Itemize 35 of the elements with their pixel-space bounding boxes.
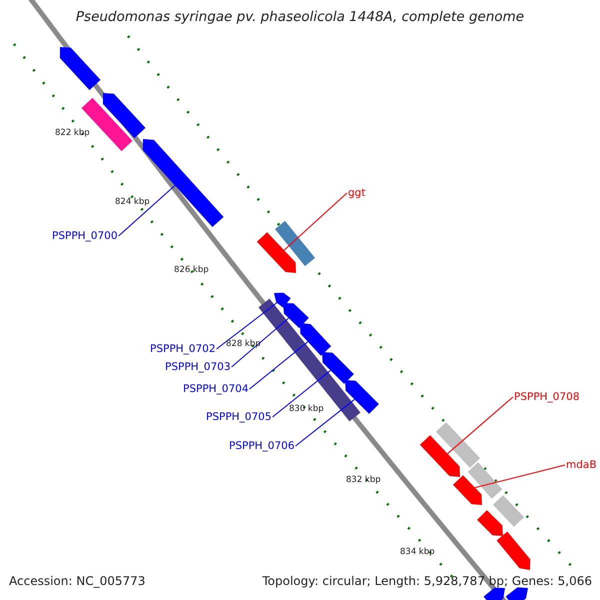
gene-label: PSPPH_0703 [165,361,231,373]
gene-feature [256,232,296,273]
leader-line [216,302,278,350]
leader-line [295,398,356,446]
scale-label: 822 kbp [55,128,90,138]
genome-info-text: Topology: circular; Length: 5,928,787 bp; Genes: 5,066 [262,574,592,588]
gene-label: PSPPH_0704 [183,383,249,395]
gene-label: PSPPH_0700 [52,230,118,242]
leader-line [249,341,308,390]
leader-line [447,396,514,454]
leader-line [474,464,566,488]
leader-line [231,318,290,368]
gene-label: ggt [348,187,366,199]
scale-label: 834 kbp [400,547,435,557]
gene-label: PSPPH_0705 [206,411,272,423]
gene-feature [322,352,354,384]
leader-line [284,192,348,251]
gene-label: PSPPH_0706 [229,440,295,452]
title: Pseudomonas syringae pv. phaseolicola 1448A, complete genome [74,9,526,25]
gene-feature [274,292,291,308]
leader-line [272,370,332,418]
scale-label: 830 kbp [289,404,324,414]
gene-label: PSPPH_0702 [150,343,216,355]
gene-label: PSPPH_0708 [514,391,580,403]
accession-text: Accession: NC_005773 [9,574,146,588]
scale-label: 824 kbp [115,197,150,207]
gene-feature [453,475,482,505]
scale-label: 832 kbp [346,475,381,485]
leader-line [118,185,176,236]
gene-feature [420,435,460,477]
gene-feature [283,303,309,328]
scale-label: 826 kbp [174,265,209,275]
gene-label: mdaB [566,459,597,471]
gene-feature [300,323,332,356]
gene-feature [345,380,379,414]
